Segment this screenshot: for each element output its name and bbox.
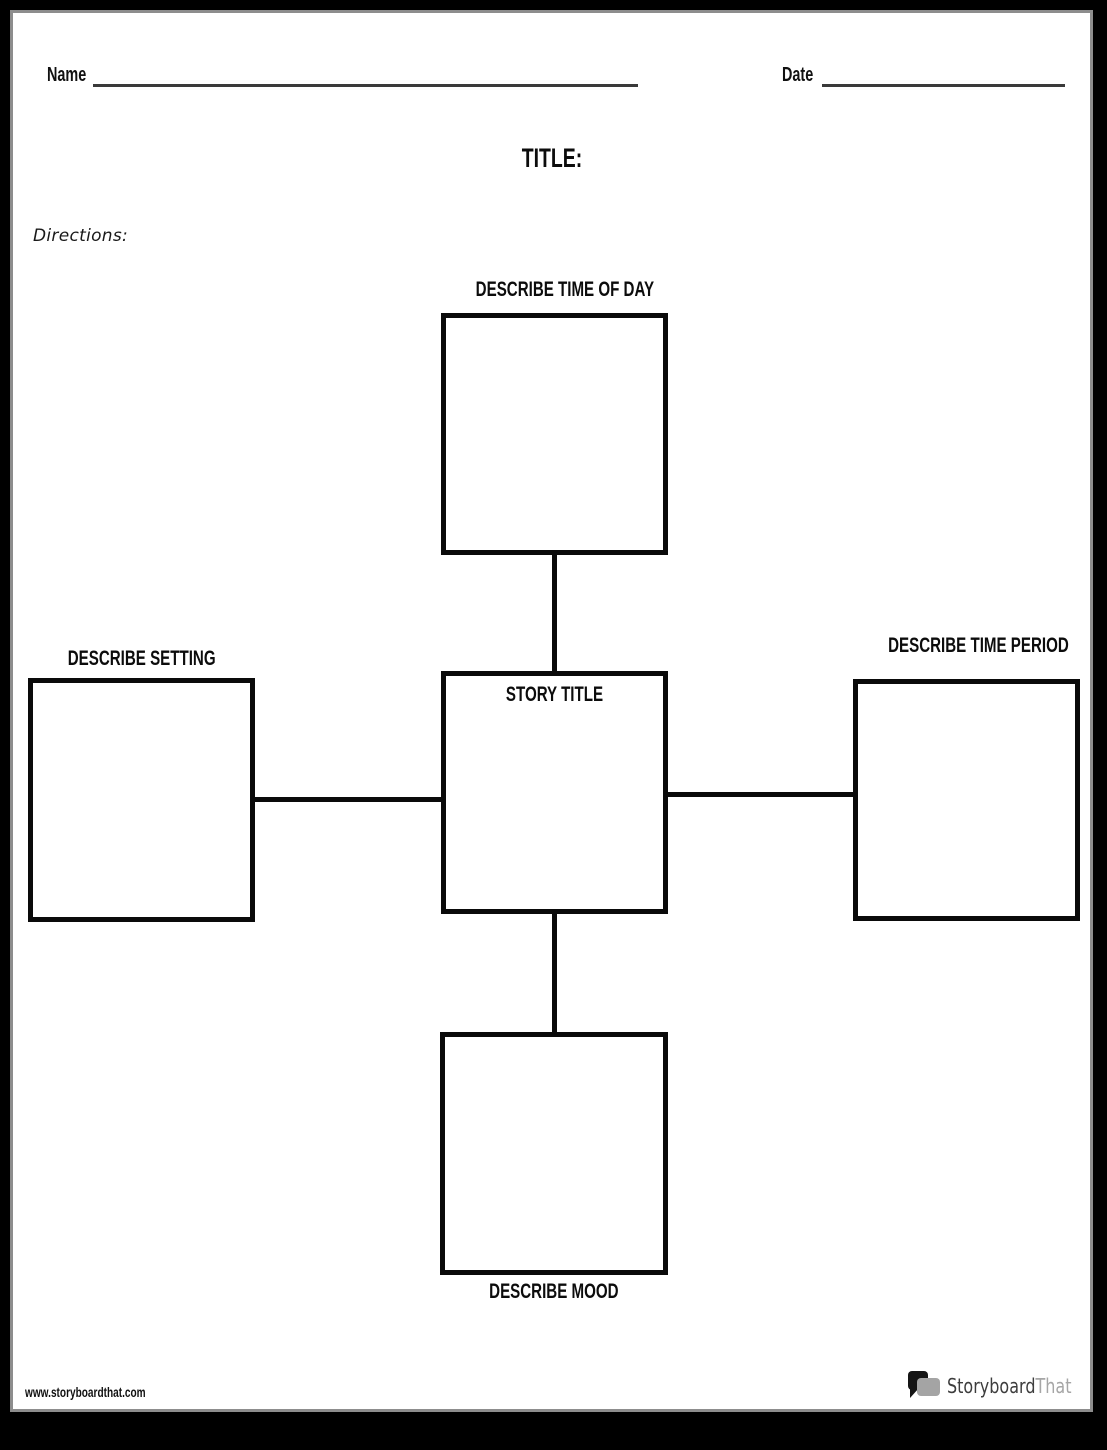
time-period-label: DESCRIBE TIME PERIOD [853,635,1080,656]
setting-box[interactable] [28,678,255,922]
date-input-line[interactable] [822,84,1065,87]
name-label-text: Name [47,64,87,86]
connector-right [668,792,853,797]
time-period-label-text: DESCRIBE TIME PERIOD [888,634,1069,657]
mood-label-text: DESCRIBE MOOD [489,1280,619,1303]
date-label: Date [782,65,825,85]
connector-left [255,797,441,802]
dark-speech-bubble-tail [910,1388,919,1398]
story-title-label: STORY TITLE [446,676,663,705]
connector-top [552,555,557,671]
time-period-box[interactable] [853,679,1080,921]
date-label-text: Date [782,64,814,86]
name-input-line[interactable] [93,84,638,87]
setting-label-text: DESCRIBE SETTING [67,647,216,670]
logo-text-primary: Storyboard [947,1374,1036,1398]
worksheet-title-text: TITLE: [521,143,582,173]
worksheet-title: TITLE: [13,145,1090,172]
light-speech-bubble-icon [917,1378,940,1396]
name-label: Name [47,65,101,85]
setting-label: DESCRIBE SETTING [28,648,255,669]
time-of-day-label-text: DESCRIBE TIME OF DAY [475,278,655,301]
website-url: www.storyboardthat.com [25,1385,193,1399]
mood-box[interactable] [440,1032,668,1275]
worksheet-page: Name Date TITLE: Directions: DESCRIBE TI… [10,10,1093,1412]
story-title-label-text: STORY TITLE [505,683,604,706]
storyboardthat-logo: StoryboardThat [947,1376,1103,1396]
storyboardthat-logo-text: StoryboardThat [947,1376,1071,1396]
directions-label: Directions: [33,226,129,246]
time-of-day-label: DESCRIBE TIME OF DAY [441,279,668,300]
mood-label: DESCRIBE MOOD [440,1281,668,1302]
logo-text-secondary: That [1035,1374,1072,1398]
story-title-box[interactable]: STORY TITLE [441,671,668,914]
time-of-day-box[interactable] [441,313,668,555]
website-url-text: www.storyboardthat.com [25,1384,146,1400]
connector-bottom [552,914,557,1032]
speech-bubbles-icon [908,1371,954,1411]
